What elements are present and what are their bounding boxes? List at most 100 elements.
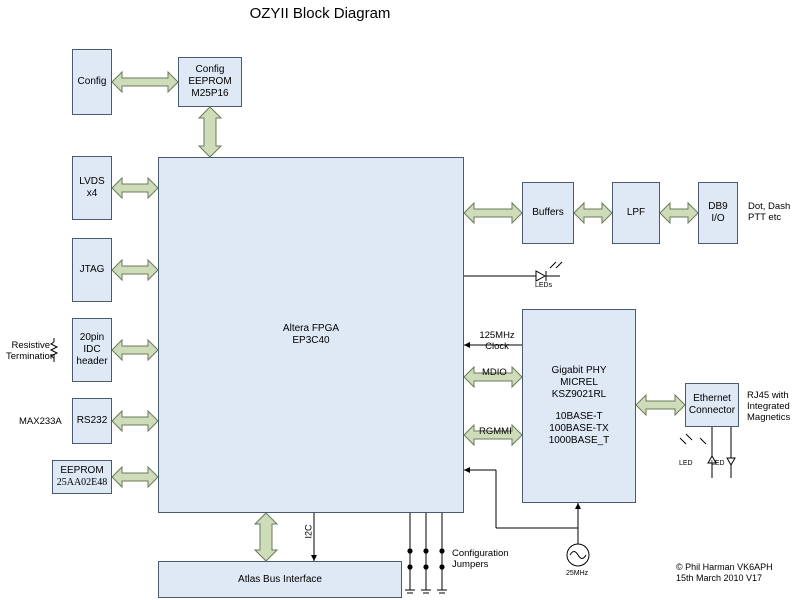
eth-led-diode-2 bbox=[726, 457, 736, 467]
arrow-rs232-fpga bbox=[111, 409, 159, 433]
clock-line-2: Clock bbox=[485, 341, 509, 352]
oscillator-wave bbox=[569, 551, 587, 559]
clock-line-1: 125MHz bbox=[479, 330, 515, 341]
eth-led-emit-3 bbox=[699, 437, 707, 445]
arrow-phy-ethernet bbox=[635, 393, 686, 417]
resistive-line-1: Resistive bbox=[11, 340, 50, 351]
config-eeprom-line-1: Config bbox=[195, 64, 225, 75]
arrow-jtag-fpga bbox=[111, 258, 159, 282]
dot-dash-label: Dot, Dash PTT etc bbox=[748, 201, 790, 223]
ethernet-line-1: Ethernet bbox=[693, 393, 731, 404]
configuration-jumpers-label: Configuration Jumpers bbox=[452, 548, 509, 570]
leds-emit-2 bbox=[555, 261, 563, 269]
rj45-label: RJ45 with Integrated Magnetics bbox=[747, 390, 790, 423]
config-eeprom-line-3: M25P16 bbox=[191, 88, 229, 99]
arrow-buffers-lpf bbox=[573, 201, 613, 225]
oscillator-freq-label: 25MHz bbox=[566, 570, 589, 577]
idc-line-2: IDC bbox=[83, 344, 101, 355]
clock-arrow-head bbox=[464, 342, 470, 348]
eeprom-line-1: EEPROM bbox=[60, 465, 104, 476]
fpga-block: Altera FPGA EP3C40 bbox=[158, 157, 464, 513]
jumpers-line-1: Configuration bbox=[452, 548, 509, 559]
jtag-label: JTAG bbox=[79, 264, 105, 275]
arrow-lpf-db9 bbox=[659, 201, 699, 225]
credit-line-1: © Phil Harman VK6APH bbox=[676, 562, 773, 572]
i2c-label: I2C bbox=[303, 524, 314, 539]
clock-label: 125MHz Clock bbox=[477, 330, 517, 352]
credit-label: © Phil Harman VK6APH 15th March 2010 V17 bbox=[676, 562, 773, 584]
diagram-title: OZYII Block Diagram bbox=[249, 5, 391, 22]
leds-label: LEDs bbox=[535, 282, 553, 289]
eeprom-block: EEPROM 25AA02E48 bbox=[52, 460, 112, 494]
leds-emit-1 bbox=[549, 261, 557, 269]
lpf-label: LPF bbox=[626, 207, 646, 218]
buffers-label: Buffers bbox=[532, 207, 564, 218]
idc-header-block: 20pin IDC header bbox=[72, 318, 112, 382]
db9-line-2: I/O bbox=[711, 213, 725, 224]
atlas-bus-block: Atlas Bus Interface bbox=[158, 561, 402, 598]
mdio-label: MDIO bbox=[482, 367, 507, 378]
idc-line-3: header bbox=[76, 356, 108, 367]
ethernet-line-2: Connector bbox=[688, 405, 736, 416]
led-label-2: LED bbox=[711, 460, 725, 467]
jumper-dot-bottom-2 bbox=[423, 564, 429, 570]
arrow-lvds-fpga bbox=[111, 176, 159, 200]
eth-led-diode-1 bbox=[707, 454, 717, 464]
fpga-line-2: EP3C40 bbox=[292, 335, 330, 346]
rj45-line-1: RJ45 with bbox=[747, 390, 789, 401]
osc-arrow-fpga bbox=[464, 467, 470, 473]
i2c-arrow-head bbox=[311, 555, 317, 561]
lvds-line-2: x4 bbox=[86, 188, 98, 199]
dot-dash-line-2: PTT etc bbox=[748, 212, 782, 223]
jtag-block: JTAG bbox=[72, 238, 112, 302]
jumper-dot-top-3 bbox=[439, 548, 445, 554]
osc-arrow-phy bbox=[575, 503, 581, 509]
eeprom-line-2: 25AA02E48 bbox=[56, 477, 108, 488]
gigabit-phy-block: Gigabit PHY MICREL KSZ9021RL 10BASE-T 10… bbox=[522, 309, 636, 503]
arrow-fpga-buffers bbox=[463, 201, 523, 225]
arrow-eeprom-fpga bbox=[197, 106, 223, 158]
rj45-line-3: Magnetics bbox=[747, 412, 791, 423]
jumper-dot-top-2 bbox=[423, 548, 429, 554]
phy-line-5: 10BASE-T bbox=[555, 411, 603, 422]
config-eeprom-block: Config EEPROM M25P16 bbox=[178, 57, 242, 107]
lpf-block: LPF bbox=[612, 182, 660, 244]
idc-line-1: 20pin bbox=[79, 332, 105, 343]
lvds-block: LVDS x4 bbox=[72, 156, 112, 220]
buffers-block: Buffers bbox=[522, 182, 574, 244]
lvds-line-1: LVDS bbox=[79, 176, 105, 187]
dot-dash-line-1: Dot, Dash bbox=[748, 201, 791, 212]
resistive-line-2: Termination bbox=[6, 351, 56, 362]
config-eeprom-line-2: EEPROM bbox=[188, 76, 232, 87]
jumper-dot-bottom-3 bbox=[439, 564, 445, 570]
phy-line-1: Gigabit PHY bbox=[551, 365, 607, 376]
rgmmi-label: RGMMI bbox=[479, 426, 512, 437]
resistor-symbol bbox=[49, 341, 59, 359]
rs232-label: RS232 bbox=[76, 415, 108, 426]
ethernet-connector-block: Ethernet Connector bbox=[685, 383, 739, 427]
arrow-config-eeprom bbox=[111, 70, 179, 94]
rj45-line-2: Integrated bbox=[747, 401, 790, 412]
jumper-dot-bottom-1 bbox=[407, 564, 413, 570]
eth-led-emit-2 bbox=[685, 433, 693, 441]
config-block-label: Config bbox=[77, 76, 107, 87]
eth-led-emit-1 bbox=[679, 437, 687, 445]
resistive-termination-label: Resistive Termination bbox=[6, 340, 56, 362]
phy-line-6: 100BASE-TX bbox=[549, 423, 609, 434]
credit-line-2: 15th March 2010 V17 bbox=[676, 573, 763, 583]
config-block: Config bbox=[72, 49, 112, 115]
jumper-dot-top-1 bbox=[407, 548, 413, 554]
led-label-1: LED bbox=[679, 460, 693, 467]
db9-block: DB9 I/O bbox=[698, 182, 738, 244]
max233a-label: MAX233A bbox=[19, 416, 62, 427]
phy-line-3: KSZ9021RL bbox=[551, 389, 607, 400]
db9-line-1: DB9 bbox=[708, 201, 728, 212]
atlas-label: Atlas Bus Interface bbox=[238, 573, 322, 585]
arrow-idc-fpga bbox=[111, 338, 159, 362]
leds-diode bbox=[535, 270, 547, 282]
arrow-fpga-atlas bbox=[253, 512, 279, 562]
arrow-eeprom-fpga-2 bbox=[111, 465, 159, 489]
fpga-line-1: Altera FPGA bbox=[282, 323, 340, 334]
